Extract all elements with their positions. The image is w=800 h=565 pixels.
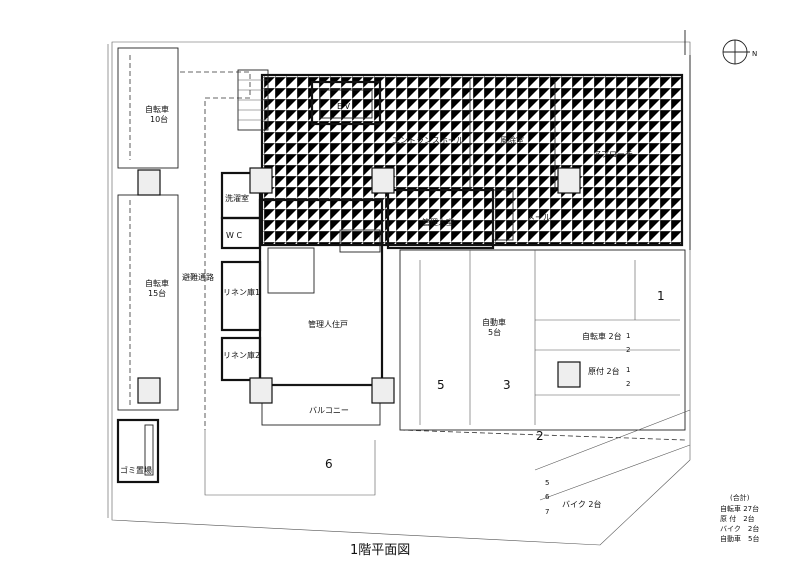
space-number: 2 xyxy=(536,429,544,443)
columns xyxy=(137,167,581,404)
bike-label: バイク 2台 xyxy=(562,499,601,509)
windbreak-label: 風除室 xyxy=(500,135,524,145)
bicycle-area-10 xyxy=(117,47,179,169)
car-count: 5台 xyxy=(488,327,501,337)
garbage-area xyxy=(116,418,160,484)
space-number: 1 xyxy=(626,332,630,340)
space-number: 5 xyxy=(437,378,445,392)
laundry-label: 洗濯室 xyxy=(225,193,249,203)
space-number: 2 xyxy=(626,346,630,354)
space-number: 1 xyxy=(626,366,630,374)
entrance-wall xyxy=(260,73,684,247)
bicycle-2-label: 自転車 2台 xyxy=(582,331,622,341)
mail-boxes xyxy=(492,189,514,241)
bathroom xyxy=(267,247,315,294)
balcony-area xyxy=(261,384,381,426)
elevator-shaft xyxy=(310,80,382,126)
bicycle-15-count: 15台 xyxy=(148,288,166,298)
space-number: 2 xyxy=(626,380,630,388)
ev-label: E V xyxy=(337,102,351,111)
summary-header: (合計) xyxy=(730,493,750,502)
space-number: 6 xyxy=(545,493,550,501)
moped-label: 原付 2台 xyxy=(588,366,620,376)
bicycle-15-label: 自転車 xyxy=(145,278,169,288)
balcony-label: バルコニー xyxy=(309,406,349,415)
space-number: 3 xyxy=(503,378,511,392)
stairs xyxy=(237,69,269,131)
entrance-hall-label: エントランスホール xyxy=(392,136,464,145)
compass-label: N xyxy=(752,50,757,58)
evacuation-label: 避難通路 xyxy=(182,272,214,282)
summary-line: 自動車 5台 xyxy=(720,534,759,543)
space-number: 5 xyxy=(545,479,549,487)
linen1-label: リネン庫1 xyxy=(223,287,260,297)
summary-table: (合計) 自転車 27台 原 付 2台 バイク 2台 自動車 5台 xyxy=(720,493,759,543)
parking-space-6 xyxy=(204,430,376,496)
space-number: 6 xyxy=(325,457,333,471)
car-label: 自動車 xyxy=(482,317,506,327)
manager-residence-label: 管理人住戸 xyxy=(308,319,348,329)
evacuation-outline xyxy=(180,71,251,430)
linen2-label: リネン庫2 xyxy=(223,350,260,360)
wc-label: W C xyxy=(226,231,242,240)
summary-line: 自転車 27台 xyxy=(720,504,759,513)
entrance-floor-tiles xyxy=(262,75,682,245)
approach-label: アプローチ xyxy=(593,150,633,159)
mail-label: メール xyxy=(527,213,551,222)
summary-line: 原 付 2台 xyxy=(720,514,755,523)
kitchen-counter xyxy=(339,229,381,253)
garbage-label: ゴミ置場 xyxy=(120,465,152,475)
site-boundary xyxy=(111,41,691,546)
bicycle-10-label: 自転車 xyxy=(145,104,169,114)
parking-area xyxy=(399,249,686,431)
space-number: 1 xyxy=(657,289,665,303)
manager-room-label: 管理人室 xyxy=(422,217,454,227)
page-title: 1階平面図 xyxy=(350,543,410,558)
compass-icon xyxy=(722,39,750,65)
summary-line: バイク 2台 xyxy=(720,524,759,533)
bicycle-10-count: 10台 xyxy=(150,114,168,124)
space-number: 7 xyxy=(545,508,549,516)
